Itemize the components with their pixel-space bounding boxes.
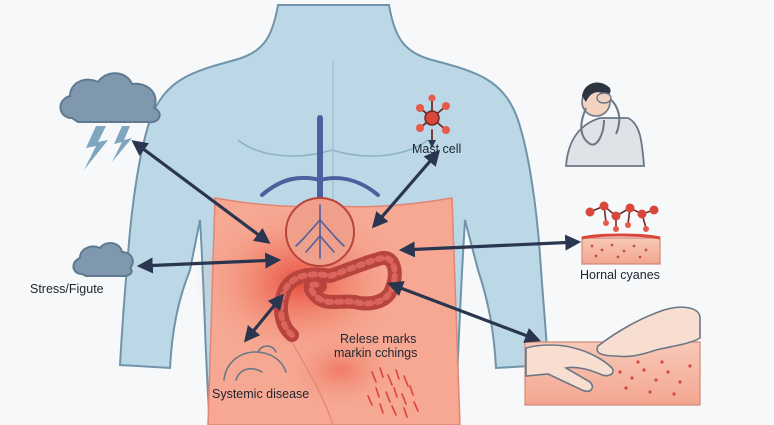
label-release-line1: Relese marks (340, 332, 417, 346)
label-hormonal: Hornal cyanes (580, 268, 660, 282)
stomach (285, 197, 355, 267)
interaction-arrows (131, 140, 582, 343)
systemic-disease-sketch-icon (223, 345, 287, 381)
distressed-person-icon (565, 82, 645, 167)
skin-marks (367, 367, 419, 418)
arrow-mastcell-abdomen (371, 149, 441, 229)
label-release-line2: markin cchings (334, 346, 418, 360)
skin-tissue-block (581, 233, 661, 265)
hand-scratching-skin-icon (524, 306, 701, 406)
arrow-skin-abdomen (387, 281, 541, 343)
label-systemic: Systemic disease (212, 387, 310, 401)
label-stress: Stress/Figute (30, 282, 104, 296)
arrow-systemic-abdomen (243, 293, 285, 343)
arrow-stress-abdomen (136, 252, 282, 274)
arrow-hormonal-abdomen (398, 234, 582, 258)
cloud-icon (72, 242, 134, 277)
storm-cloud-icon (59, 72, 161, 170)
label-mast-cell: Mast cell (412, 142, 462, 156)
mast-cell-molecule-icon (416, 94, 450, 148)
hormone-molecule-icon (585, 201, 659, 232)
intestines (273, 250, 402, 342)
arrow-storm-abdomen (131, 140, 271, 244)
